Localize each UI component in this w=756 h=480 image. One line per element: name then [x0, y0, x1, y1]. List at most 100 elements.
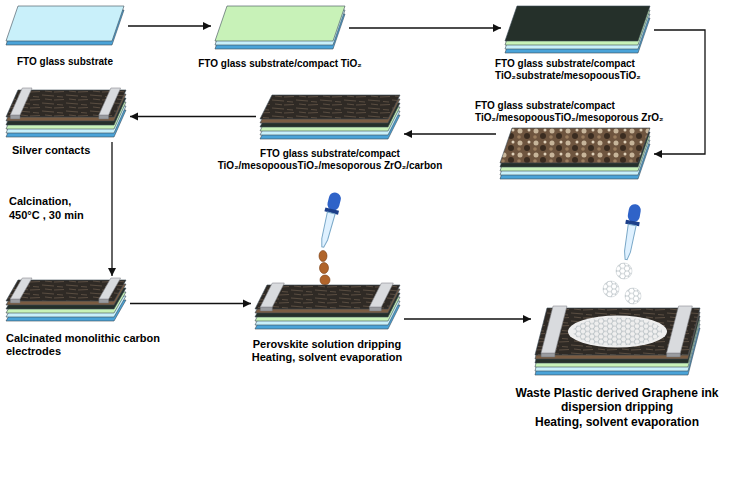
layer-stack: Calcinated monolithic carbon electrodes [6, 280, 126, 322]
graphene-patch [568, 316, 667, 348]
silver-contact-edge [99, 299, 109, 303]
silver-contact [10, 88, 32, 115]
arrow-head [243, 300, 251, 308]
arrow-head [654, 150, 662, 158]
graphene-flakes [603, 263, 641, 304]
step-label: FTO glass substrate/compact TiO₂/mesopoo… [210, 148, 450, 172]
perovskite-drops [319, 251, 330, 286]
step-label: FTO glass substrate/compact TiO₂ [180, 58, 380, 70]
dropper-bulb [627, 203, 642, 223]
layer [215, 6, 345, 41]
graphene-flake [625, 288, 641, 304]
layer [260, 95, 400, 119]
edge-label: Calcination, 450°C , 30 min [9, 195, 104, 223]
layer [6, 6, 124, 41]
silver-contact [99, 278, 121, 299]
drop [319, 251, 327, 262]
silver-contact-edge [369, 307, 381, 311]
step-label: FTO glass substrate/compact TiO₂/mesopoo… [475, 100, 675, 124]
graphene-flake [616, 263, 632, 279]
layer-stack-drawing [535, 308, 700, 376]
graphene-flake [603, 281, 619, 297]
arrow-head [493, 24, 501, 32]
silver-contact [10, 278, 32, 299]
layer-stack: FTO glass substrate [6, 6, 124, 46]
layer-stack-drawing [6, 6, 124, 46]
process-arrow [404, 315, 531, 323]
arrow-head [404, 130, 412, 138]
step-label: FTO glass substrate [0, 56, 130, 68]
arrow-line [404, 318, 531, 319]
process-arrow [654, 30, 705, 158]
drop [320, 275, 330, 285]
silver-contact-edge [99, 115, 109, 119]
dropper-tube [622, 224, 636, 260]
arrow-line [128, 25, 211, 26]
layer-stack: Waste Plastic derived Graphene ink dispe… [535, 308, 700, 376]
step-label-group: FTO glass substrate [0, 56, 130, 68]
layer-stack: FTO glass substrate/compact TiO₂ [215, 6, 345, 50]
arrow-line [130, 303, 251, 304]
arrow-line [404, 133, 496, 134]
arrow-head [523, 315, 531, 323]
silver-contact [667, 306, 693, 353]
layer-stack: FTO glass substrate/compact TiO₂/mesopoo… [260, 95, 400, 140]
layer-stack-drawing [215, 6, 345, 50]
step-label: Perovskite solution dripping [217, 338, 437, 351]
arrow-line [654, 30, 705, 154]
layer-stack: Silver contacts [6, 90, 126, 138]
step-label: Silver contacts [12, 144, 112, 157]
silver-contact [260, 283, 284, 307]
layer-stack-drawing [6, 90, 126, 138]
layer-stack: FTO glass substrate/compact TiO₂substrat… [505, 6, 650, 54]
silver-contact-edge [541, 353, 555, 357]
layer-stack-drawing [255, 285, 400, 330]
perovskite-dropper [316, 191, 343, 249]
arrow-line [349, 27, 501, 28]
step-label: Waste Plastic derived Graphene ink dispe… [502, 386, 732, 415]
process-arrow [130, 113, 256, 121]
step-label: FTO glass substrate/compact TiO₂substrat… [495, 58, 660, 82]
step-label-group: FTO glass substrate/compact TiO₂substrat… [495, 58, 660, 82]
step-label-group: FTO glass substrate/compact TiO₂/mesopoo… [210, 148, 450, 172]
arrow-head [108, 268, 116, 276]
arrow-head [130, 113, 138, 121]
graphene-dropper [619, 203, 643, 261]
layer-stack: Perovskite solution drippingHeating, sol… [255, 285, 400, 330]
layer-stack-drawing [505, 6, 650, 54]
arrow-line [111, 142, 112, 276]
layer [500, 128, 650, 163]
layer-stack-drawing [6, 280, 126, 322]
graphene-lattice [573, 317, 662, 345]
drop [320, 263, 329, 274]
arrow-line [130, 116, 256, 117]
arrow-head [203, 22, 211, 30]
silver-contact [369, 283, 393, 307]
step-label: Calcinated monolithic carbon electrodes [6, 332, 181, 358]
dropper-tube [319, 212, 335, 248]
layer-stack: FTO glass substrate/compact TiO₂/mesopoo… [500, 128, 650, 180]
step-label: Heating, solvent evaporation [217, 351, 437, 364]
silver-contact [99, 88, 121, 115]
process-arrow [130, 300, 251, 308]
silver-contact [541, 306, 567, 353]
silver-contact-edge [10, 115, 20, 119]
step-label-group: FTO glass substrate/compact TiO₂ [180, 58, 380, 70]
step-label-group: FTO glass substrate/compact TiO₂/mesopoo… [475, 100, 675, 124]
step-label: Heating, solvent evaporation [502, 415, 732, 429]
step-label-group: Silver contacts [12, 144, 112, 157]
step-label-group: Waste Plastic derived Graphene ink dispe… [502, 386, 732, 429]
step-label-group: Perovskite solution drippingHeating, sol… [217, 338, 437, 364]
process-arrow [128, 22, 211, 30]
process-arrow [108, 142, 116, 276]
silver-contact-edge [260, 307, 272, 311]
layer-stack-drawing [260, 95, 400, 140]
layer [505, 6, 650, 41]
step-label-group: Calcinated monolithic carbon electrodes [6, 332, 181, 358]
silver-contact-edge [667, 353, 681, 357]
layer-stack-drawing [500, 128, 650, 180]
silver-contact-edge [10, 299, 20, 303]
process-arrow [404, 130, 496, 138]
process-arrow [349, 24, 501, 32]
